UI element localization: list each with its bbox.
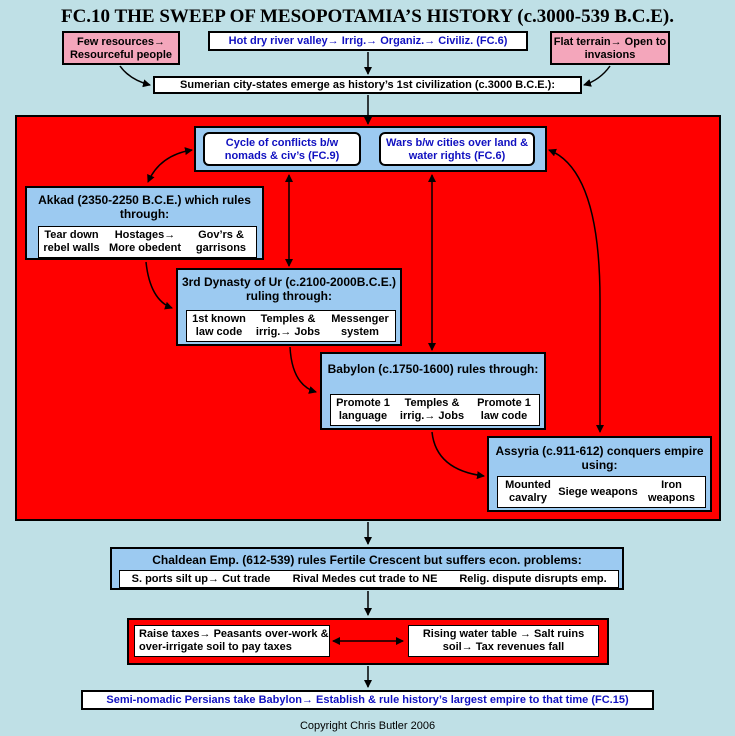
chaldean-title: Chaldean Emp. (612-539) rules Fertile Cr… bbox=[152, 553, 582, 567]
akkad-cell-3: Gov’rs & garrisons bbox=[186, 227, 256, 257]
copyright: Copyright Chris Butler 2006 bbox=[299, 720, 436, 732]
river-valley-box: Hot dry river valley→ Irrig.→ Organiz.→ … bbox=[208, 31, 528, 51]
assyria-cell-3: Iron weapons bbox=[638, 477, 705, 507]
water-table-box: Rising water table → Salt ruins soil→ Ta… bbox=[408, 625, 599, 657]
sumerian-box: Sumerian city-states emerge as history’s… bbox=[153, 76, 582, 94]
cycle-of-conflicts-box: Cycle of conflicts b/w nomads & civ’s (F… bbox=[203, 132, 361, 166]
babylon-cell-3: Promote 1 law code bbox=[469, 395, 539, 425]
assyria-cell-1: Mounted cavalry bbox=[498, 477, 559, 507]
city-wars-box: Wars b/w cities over land & water rights… bbox=[379, 132, 535, 166]
babylon-cell-1: Promote 1 language bbox=[331, 395, 396, 425]
conflicts-container: Cycle of conflicts b/w nomads & civ’s (F… bbox=[194, 126, 547, 172]
few-resources-box: Few resources→ Resourceful people bbox=[62, 31, 180, 65]
akkad-cell-2: Hostages→ More obedent bbox=[104, 227, 187, 257]
flat-terrain-box: Flat terrain→ Open to invasions bbox=[550, 31, 670, 65]
ur-cell-2: Temples & irrig.→ Jobs bbox=[251, 311, 326, 341]
ur-title: 3rd Dynasty of Ur (c.2100-2000B.C.E.) ru… bbox=[181, 275, 397, 303]
assyria-title: Assyria (c.911-612) conquers empire usin… bbox=[495, 444, 704, 472]
chaldean-cell-2: Rival Medes cut trade to NE bbox=[282, 571, 449, 587]
arrow-resources bbox=[119, 65, 151, 88]
assyria-cell-2: Siege weapons bbox=[558, 477, 639, 507]
ur-box: 3rd Dynasty of Ur (c.2100-2000B.C.E.) ru… bbox=[176, 268, 402, 346]
arrow-babylon-assyria bbox=[431, 431, 485, 480]
babylon-box: Babylon (c.1750-1600) rules through: Pro… bbox=[320, 352, 546, 430]
arrow-ur-babylon bbox=[289, 346, 317, 394]
ur-cell-1: 1st known law code bbox=[187, 311, 252, 341]
tax-cycle-box: Raise taxes→ Peasants over-work & over-i… bbox=[127, 618, 609, 665]
ur-cell-3: Messenger system bbox=[325, 311, 395, 341]
arrow-terrain bbox=[583, 65, 611, 87]
akkad-title: Akkad (2350-2250 B.C.E.) which rules thr… bbox=[38, 193, 251, 221]
raise-taxes-box: Raise taxes→ Peasants over-work & over-i… bbox=[134, 625, 330, 657]
arrow-conflicts-akkad bbox=[147, 147, 193, 183]
chaldean-cell-1: S. ports silt up→ Cut trade bbox=[120, 571, 283, 587]
assyria-box: Assyria (c.911-612) conquers empire usin… bbox=[487, 436, 712, 512]
persians-box: Semi-nomadic Persians take Babylon→ Esta… bbox=[81, 690, 654, 710]
chaldean-cell-3: Relig. dispute disrupts emp. bbox=[448, 571, 618, 587]
arrow-akkad-ur bbox=[145, 261, 173, 310]
arrow-conflicts-assyria bbox=[548, 148, 604, 433]
babylon-title: Babylon (c.1750-1600) rules through: bbox=[327, 362, 539, 376]
akkad-box: Akkad (2350-2250 B.C.E.) which rules thr… bbox=[25, 186, 264, 260]
chaldean-box: Chaldean Emp. (612-539) rules Fertile Cr… bbox=[110, 547, 624, 590]
akkad-cell-1: Tear down rebel walls bbox=[39, 227, 105, 257]
page-title: FC.10 THE SWEEP OF MESOPOTAMIA’S HISTORY… bbox=[60, 6, 674, 27]
